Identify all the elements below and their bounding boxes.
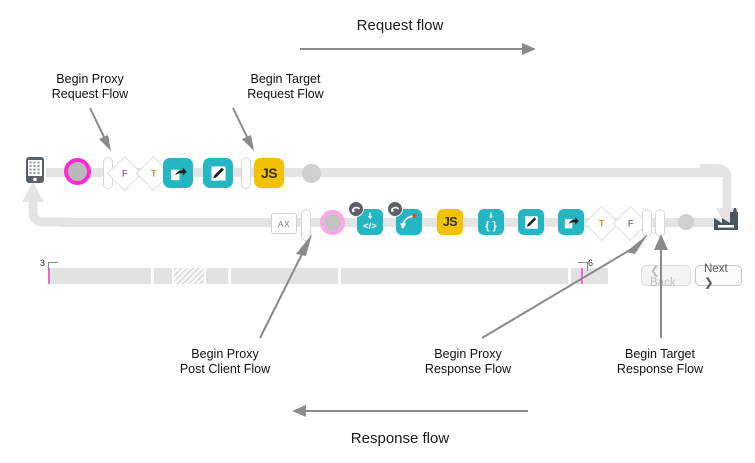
timeline-segment[interactable] bbox=[571, 268, 581, 284]
callout-line1: Begin Target bbox=[250, 72, 321, 86]
svg-text:{ }: { } bbox=[485, 220, 497, 232]
callout-line1: Begin Target bbox=[625, 347, 695, 361]
pink-ring-icon bbox=[320, 210, 345, 235]
callout-line2: Response Flow bbox=[616, 362, 704, 376]
svg-text:</>: </> bbox=[363, 221, 377, 232]
node-route-response[interactable] bbox=[558, 209, 584, 235]
timeline-marker-end bbox=[581, 268, 583, 284]
callout-arrow-begin-target-request bbox=[232, 107, 254, 151]
callout-arrow-begin-proxy-request bbox=[89, 107, 111, 151]
code-icon: </> bbox=[363, 212, 377, 232]
pill-icon bbox=[642, 209, 652, 237]
curved-arrow-icon bbox=[400, 213, 417, 229]
callout-line2: Response Flow bbox=[424, 362, 512, 376]
node-js-request[interactable]: JS bbox=[254, 158, 284, 188]
timeline-bar[interactable] bbox=[48, 268, 608, 284]
node-xml-request[interactable]: </> bbox=[348, 201, 383, 235]
callout-begin-proxy-request: Begin Proxy Request Flow bbox=[20, 72, 160, 102]
timeline-marker-start bbox=[48, 268, 50, 284]
timeline-segment[interactable] bbox=[231, 268, 338, 284]
callout-begin-target-request: Begin Target Request Flow bbox=[213, 72, 358, 102]
diamond-label: F bbox=[121, 168, 128, 179]
condition-badge-icon bbox=[348, 201, 364, 217]
json-icon: { } bbox=[485, 212, 498, 232]
timeline-segment[interactable] bbox=[341, 268, 568, 284]
js-label: JS bbox=[260, 165, 278, 181]
route-arrow-icon bbox=[564, 216, 579, 228]
node-dot-request[interactable] bbox=[302, 164, 321, 183]
back-button[interactable]: ❮ Back bbox=[641, 265, 691, 289]
callout-arrow-begin-proxy-response bbox=[481, 234, 648, 339]
js-label: JS bbox=[442, 215, 458, 229]
node-diamond-f-request[interactable]: F bbox=[106, 155, 143, 192]
timeline-segment[interactable] bbox=[51, 268, 151, 284]
callout-line2: Request Flow bbox=[51, 87, 129, 101]
node-ring-pink-post-client[interactable] bbox=[320, 210, 345, 235]
diamond-label: T bbox=[598, 218, 605, 229]
timeline-label-left: 3 bbox=[40, 258, 46, 268]
node-raise-fault-response[interactable] bbox=[387, 201, 422, 235]
response-rail-corner bbox=[22, 182, 68, 227]
ax-label: AX bbox=[277, 218, 291, 229]
request-flow-title: Request flow bbox=[356, 17, 444, 34]
next-button[interactable]: Next ❯ bbox=[695, 263, 742, 289]
mobile-phone-icon bbox=[25, 156, 45, 184]
response-flow-title: Response flow bbox=[350, 430, 450, 447]
diamond-label: F bbox=[627, 218, 634, 229]
condition-badge-icon bbox=[387, 201, 403, 217]
callout-begin-target-response: Begin Target Response Flow bbox=[590, 347, 730, 377]
node-ring-magenta-request[interactable] bbox=[64, 158, 91, 185]
timeline-bracket-right bbox=[578, 262, 588, 271]
node-js-response[interactable]: JS bbox=[437, 209, 463, 235]
node-assign-message-response[interactable] bbox=[518, 209, 544, 235]
callout-line1: Begin Proxy bbox=[191, 347, 259, 361]
callout-line2: Request Flow bbox=[247, 87, 324, 101]
callout-line1: Begin Proxy bbox=[434, 347, 502, 361]
magenta-ring-icon bbox=[64, 158, 91, 185]
node-ax-badge[interactable]: AX bbox=[271, 213, 297, 234]
node-pill-begin-target-request[interactable] bbox=[241, 157, 251, 189]
ax-box: AX bbox=[271, 213, 297, 234]
timeline-bracket-left bbox=[48, 262, 58, 271]
callout-line1: Begin Proxy bbox=[56, 72, 124, 86]
pill-icon bbox=[241, 157, 251, 189]
factory-icon bbox=[712, 208, 740, 232]
timeline-segment[interactable] bbox=[206, 268, 228, 284]
request-flow-arrow bbox=[300, 43, 536, 55]
request-rail bbox=[46, 168, 726, 177]
timeline-label-right: 6 bbox=[588, 258, 594, 268]
node-json-response[interactable]: { } bbox=[478, 209, 504, 235]
route-arrow-icon bbox=[170, 166, 187, 180]
pill-icon bbox=[301, 209, 311, 241]
diamond-label: T bbox=[150, 168, 157, 179]
node-dot-response[interactable] bbox=[678, 214, 694, 230]
response-flow-arrow bbox=[292, 405, 528, 417]
pencil-icon bbox=[524, 215, 538, 229]
callout-begin-proxy-post-client: Begin Proxy Post Client Flow bbox=[155, 347, 295, 377]
dot-icon bbox=[302, 164, 321, 183]
node-assign-message-request[interactable] bbox=[203, 158, 233, 188]
timeline-segment[interactable] bbox=[584, 268, 608, 284]
timeline-segment-hatched[interactable] bbox=[174, 268, 204, 284]
response-rail bbox=[60, 218, 720, 227]
callout-begin-proxy-response: Begin Proxy Response Flow bbox=[398, 347, 538, 377]
pencil-icon bbox=[210, 165, 226, 181]
callout-arrow-begin-proxy-post-client bbox=[259, 234, 312, 339]
timeline-segment[interactable] bbox=[154, 268, 172, 284]
node-pill-begin-proxy-response[interactable] bbox=[642, 209, 652, 237]
callout-line2: Post Client Flow bbox=[179, 362, 271, 376]
dot-icon bbox=[678, 214, 694, 230]
node-pill-begin-proxy-post-client[interactable] bbox=[301, 209, 311, 241]
callout-arrow-begin-target-response bbox=[654, 234, 668, 338]
node-route-request[interactable] bbox=[163, 158, 193, 188]
